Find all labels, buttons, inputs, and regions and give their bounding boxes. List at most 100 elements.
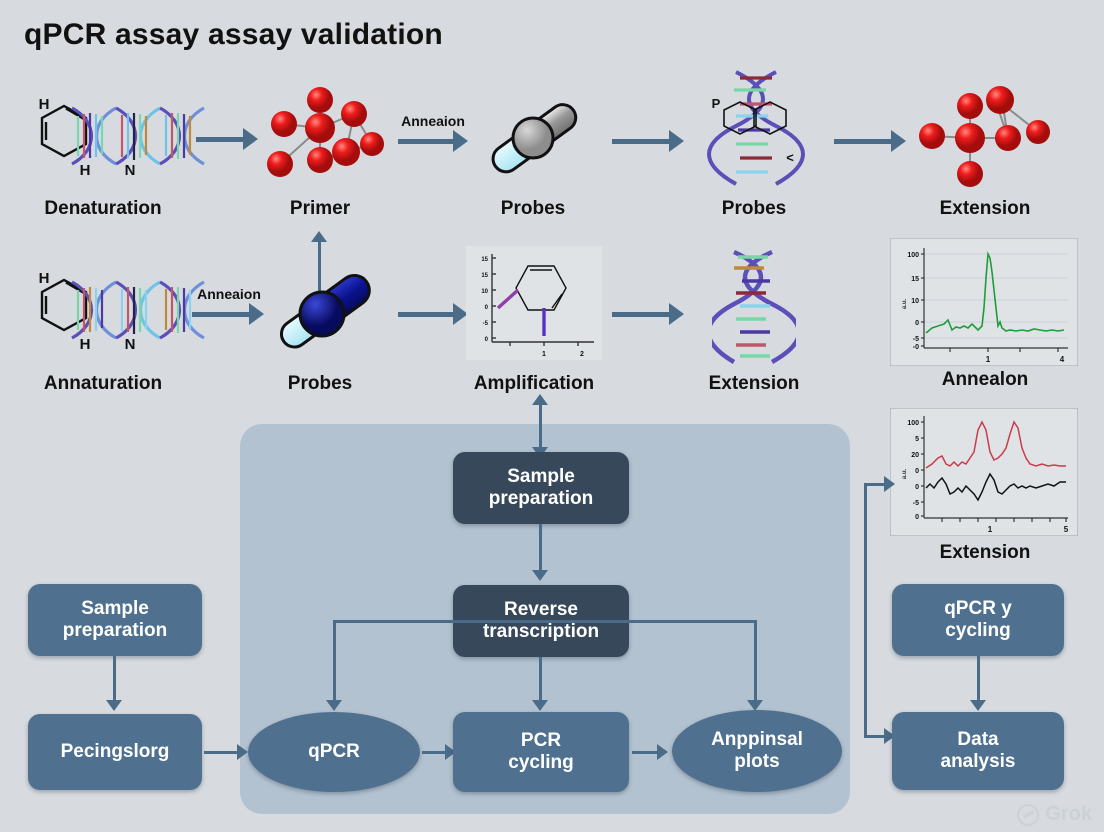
connector-elbow-vertical [864, 483, 867, 738]
node-anppinsal-plots[interactable]: Anppinsal plots [672, 710, 842, 792]
caption-primer: Primer [289, 198, 351, 219]
svg-text:1: 1 [542, 351, 546, 358]
svg-text:10: 10 [911, 298, 919, 305]
svg-text:10: 10 [481, 289, 488, 295]
grok-logo-icon [1017, 803, 1040, 826]
connector-right-arrow [970, 700, 986, 711]
arrow-label-anneaion-row1: Anneaion [401, 113, 465, 129]
svg-text:5: 5 [915, 436, 919, 443]
dna-helix-vertical-icon [712, 249, 796, 364]
step-arrow-3 [612, 130, 684, 152]
connector-elbow-top [864, 483, 886, 486]
node-qpcr[interactable]: qPCR [248, 712, 420, 792]
caption-denaturation: Denaturation [44, 198, 162, 219]
node-label-line1: Anppinsal [711, 729, 803, 751]
caption-extension-row1: Extension [939, 198, 1031, 219]
step-arrow-2 [398, 130, 468, 152]
caption-extension-row2: Extension [708, 373, 800, 394]
connector-branch-bus [333, 620, 757, 623]
node-label-line1: Sample [507, 466, 575, 488]
denaturation-letter-h-bottom: H [79, 162, 91, 179]
node-sample-preparation-center[interactable]: Sample preparation [453, 452, 629, 524]
node-pcr-cycling[interactable]: PCR cycling [453, 712, 629, 792]
connector-elbow-top-arrow [884, 476, 895, 492]
page-title: qPCR assay assay validation [24, 18, 443, 51]
denaturation-letter-n: N [124, 162, 136, 179]
molecule-star-icon [919, 86, 1050, 187]
svg-text:15: 15 [911, 276, 919, 283]
svg-text:0: 0 [915, 468, 919, 475]
arrow-label-anneaion-row2: Anneaion [197, 286, 261, 302]
svg-text:0: 0 [915, 514, 919, 521]
svg-text:-5: -5 [913, 336, 919, 343]
node-label-line2: analysis [940, 751, 1016, 772]
node-label-line2: preparation [488, 488, 594, 509]
connector-left-vertical [113, 656, 116, 702]
node-label-line2: preparation [62, 620, 168, 641]
svg-text:a.u.: a.u. [902, 299, 908, 310]
connector-branch-left-arrow [326, 700, 342, 711]
svg-text:-5: -5 [913, 500, 919, 507]
connector-branch-center-arrow [532, 700, 548, 711]
connector-primer-probes-arrow-up [311, 231, 327, 242]
connector-branch-center [539, 657, 542, 702]
node-label-line1: Sample [81, 598, 149, 620]
connector-right-vertical [977, 656, 980, 702]
watermark-text: Grok [1045, 803, 1092, 825]
connector-primer-probes [318, 240, 321, 300]
annaturation-letter-h-bottom: H [79, 336, 91, 353]
probes-letter-p: P [711, 96, 721, 111]
connector-left-arrow [106, 700, 122, 711]
caption-probes-row1: Probes [500, 198, 566, 219]
svg-text:0: 0 [915, 484, 919, 491]
svg-text:a.u.: a.u. [902, 469, 908, 480]
svg-text:0: 0 [915, 320, 919, 327]
caption-annealon: Annealon [941, 369, 1029, 390]
svg-text:2: 2 [580, 351, 584, 358]
svg-text:15: 15 [481, 257, 488, 263]
node-label-line1: Pecingslorg [60, 741, 170, 763]
connector-branch-right [754, 620, 757, 702]
step-arrow-1 [196, 128, 258, 150]
arrow-qpcr-pcrcycling [422, 741, 458, 763]
caption-probes-row1b: Probes [721, 198, 787, 219]
denaturation-letter-h-top: H [38, 96, 50, 113]
node-pecingslorg[interactable]: Pecingslorg [28, 714, 202, 790]
node-label-line1: qPCR [308, 741, 360, 763]
step-arrow-7 [612, 303, 684, 325]
connector-branch-left [333, 620, 336, 702]
annaturation-letter-n: N [124, 336, 136, 353]
node-label-line2: cycling [945, 620, 1011, 641]
node-label-line2: plots [734, 751, 780, 772]
svg-text:-5: -5 [483, 321, 489, 327]
node-label-line1: Reverse [504, 599, 578, 621]
step-arrow-6 [398, 303, 468, 325]
pipette-blue-icon [279, 273, 371, 349]
step-arrow-5 [192, 303, 264, 325]
node-label-line1: qPCR y [944, 598, 1012, 620]
arrow-pcrcycling-plots [632, 741, 670, 763]
dna-benzene-icon-row2 [40, 278, 205, 340]
connector-elbow-bottom [864, 735, 886, 738]
grok-watermark: Grok [1017, 803, 1092, 826]
pipette-gray-icon [491, 103, 578, 174]
node-data-analysis[interactable]: Data analysis [892, 712, 1064, 790]
svg-text:100: 100 [907, 252, 919, 259]
node-label-line1: Data [957, 729, 999, 751]
caption-annaturation: Annaturation [43, 373, 163, 394]
svg-text:1: 1 [986, 355, 991, 364]
svg-text:-0: -0 [913, 344, 919, 351]
node-qpcr-y-cycling[interactable]: qPCR y cycling [892, 584, 1064, 656]
svg-text:1: 1 [988, 525, 993, 534]
node-label-line2: transcription [482, 621, 600, 642]
connector-elbow-bottom-arrow [884, 728, 895, 744]
node-label-line2: cycling [508, 752, 574, 773]
connector-amplification-sampleprep [539, 403, 542, 449]
node-sample-preparation-left[interactable]: Sample preparation [28, 584, 202, 656]
molecule-cluster-icon [267, 87, 384, 177]
connector-sampleprep-reverse-arrow [532, 570, 548, 581]
svg-text:0: 0 [485, 337, 489, 343]
